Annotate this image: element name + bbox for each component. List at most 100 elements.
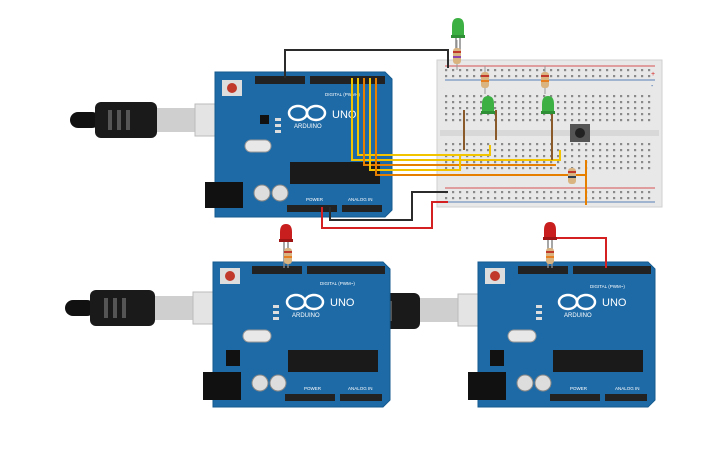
breadboard-hole[interactable] bbox=[634, 161, 637, 164]
breadboard-hole[interactable] bbox=[592, 107, 595, 110]
breadboard-hole[interactable] bbox=[606, 95, 609, 98]
breadboard-hole[interactable] bbox=[522, 69, 525, 72]
breadboard-hole[interactable] bbox=[480, 191, 483, 194]
breadboard-hole[interactable] bbox=[543, 161, 546, 164]
breadboard-hole[interactable] bbox=[480, 149, 483, 152]
breadboard-hole[interactable] bbox=[557, 143, 560, 146]
breadboard-hole[interactable] bbox=[543, 143, 546, 146]
breadboard-hole[interactable] bbox=[529, 191, 532, 194]
breadboard-hole[interactable] bbox=[445, 155, 448, 158]
breadboard-hole[interactable] bbox=[452, 75, 455, 78]
breadboard-hole[interactable] bbox=[445, 101, 448, 104]
breadboard-hole[interactable] bbox=[487, 113, 490, 116]
breadboard-hole[interactable] bbox=[571, 95, 574, 98]
breadboard-hole[interactable] bbox=[599, 149, 602, 152]
breadboard-hole[interactable] bbox=[466, 155, 469, 158]
breadboard-hole[interactable] bbox=[508, 95, 511, 98]
breadboard-hole[interactable] bbox=[515, 113, 518, 116]
breadboard-hole[interactable] bbox=[557, 95, 560, 98]
breadboard-hole[interactable] bbox=[459, 113, 462, 116]
breadboard-hole[interactable] bbox=[599, 197, 602, 200]
breadboard-hole[interactable] bbox=[529, 197, 532, 200]
breadboard-hole[interactable] bbox=[508, 75, 511, 78]
breadboard-hole[interactable] bbox=[529, 95, 532, 98]
breadboard-hole[interactable] bbox=[459, 69, 462, 72]
breadboard-hole[interactable] bbox=[620, 101, 623, 104]
breadboard-hole[interactable] bbox=[501, 95, 504, 98]
breadboard-hole[interactable] bbox=[578, 149, 581, 152]
breadboard-hole[interactable] bbox=[578, 191, 581, 194]
breadboard-hole[interactable] bbox=[487, 143, 490, 146]
breadboard-hole[interactable] bbox=[613, 149, 616, 152]
breadboard-hole[interactable] bbox=[592, 113, 595, 116]
breadboard-hole[interactable] bbox=[634, 69, 637, 72]
breadboard-hole[interactable] bbox=[564, 95, 567, 98]
breadboard-hole[interactable] bbox=[627, 197, 630, 200]
breadboard-hole[interactable] bbox=[543, 113, 546, 116]
breadboard-hole[interactable] bbox=[522, 75, 525, 78]
breadboard-hole[interactable] bbox=[634, 107, 637, 110]
breadboard-hole[interactable] bbox=[515, 95, 518, 98]
breadboard-hole[interactable] bbox=[571, 143, 574, 146]
breadboard-hole[interactable] bbox=[543, 119, 546, 122]
breadboard-hole[interactable] bbox=[557, 101, 560, 104]
breadboard-hole[interactable] bbox=[599, 101, 602, 104]
breadboard-hole[interactable] bbox=[466, 107, 469, 110]
breadboard-hole[interactable] bbox=[613, 69, 616, 72]
breadboard-hole[interactable] bbox=[466, 143, 469, 146]
breadboard-hole[interactable] bbox=[473, 161, 476, 164]
breadboard-hole[interactable] bbox=[508, 197, 511, 200]
breadboard-hole[interactable] bbox=[592, 75, 595, 78]
breadboard-hole[interactable] bbox=[585, 95, 588, 98]
breadboard-hole[interactable] bbox=[536, 69, 539, 72]
breadboard-hole[interactable] bbox=[452, 161, 455, 164]
breadboard-hole[interactable] bbox=[613, 161, 616, 164]
breadboard-hole[interactable] bbox=[606, 119, 609, 122]
breadboard-hole[interactable] bbox=[641, 107, 644, 110]
breadboard-hole[interactable] bbox=[508, 107, 511, 110]
breadboard-hole[interactable] bbox=[620, 191, 623, 194]
breadboard-hole[interactable] bbox=[529, 107, 532, 110]
breadboard-hole[interactable] bbox=[522, 143, 525, 146]
breadboard-hole[interactable] bbox=[634, 101, 637, 104]
breadboard-hole[interactable] bbox=[564, 143, 567, 146]
breadboard-hole[interactable] bbox=[515, 191, 518, 194]
breadboard-hole[interactable] bbox=[571, 161, 574, 164]
breadboard-hole[interactable] bbox=[606, 107, 609, 110]
breadboard-hole[interactable] bbox=[508, 161, 511, 164]
breadboard-hole[interactable] bbox=[592, 143, 595, 146]
breadboard-hole[interactable] bbox=[648, 107, 651, 110]
breadboard-hole[interactable] bbox=[648, 155, 651, 158]
breadboard-hole[interactable] bbox=[466, 161, 469, 164]
breadboard-hole[interactable] bbox=[543, 149, 546, 152]
breadboard-hole[interactable] bbox=[501, 167, 504, 170]
breadboard-hole[interactable] bbox=[627, 69, 630, 72]
breadboard-hole[interactable] bbox=[627, 119, 630, 122]
breadboard-hole[interactable] bbox=[592, 161, 595, 164]
breadboard-hole[interactable] bbox=[641, 101, 644, 104]
breadboard-hole[interactable] bbox=[557, 113, 560, 116]
led-red-board3[interactable] bbox=[543, 222, 557, 268]
breadboard-hole[interactable] bbox=[473, 167, 476, 170]
breadboard-hole[interactable] bbox=[473, 149, 476, 152]
breadboard-hole[interactable] bbox=[452, 191, 455, 194]
breadboard-hole[interactable] bbox=[634, 191, 637, 194]
breadboard-hole[interactable] bbox=[473, 69, 476, 72]
breadboard-hole[interactable] bbox=[529, 69, 532, 72]
breadboard-hole[interactable] bbox=[536, 155, 539, 158]
breadboard-hole[interactable] bbox=[459, 143, 462, 146]
breadboard-hole[interactable] bbox=[648, 75, 651, 78]
breadboard-hole[interactable] bbox=[452, 197, 455, 200]
breadboard-hole[interactable] bbox=[648, 197, 651, 200]
breadboard-hole[interactable] bbox=[648, 191, 651, 194]
breadboard-hole[interactable] bbox=[571, 101, 574, 104]
breadboard-hole[interactable] bbox=[585, 143, 588, 146]
breadboard-hole[interactable] bbox=[480, 119, 483, 122]
breadboard-hole[interactable] bbox=[452, 167, 455, 170]
breadboard-hole[interactable] bbox=[585, 155, 588, 158]
breadboard-hole[interactable] bbox=[613, 75, 616, 78]
breadboard-hole[interactable] bbox=[494, 69, 497, 72]
breadboard-hole[interactable] bbox=[466, 101, 469, 104]
breadboard-hole[interactable] bbox=[480, 143, 483, 146]
breadboard-hole[interactable] bbox=[585, 119, 588, 122]
